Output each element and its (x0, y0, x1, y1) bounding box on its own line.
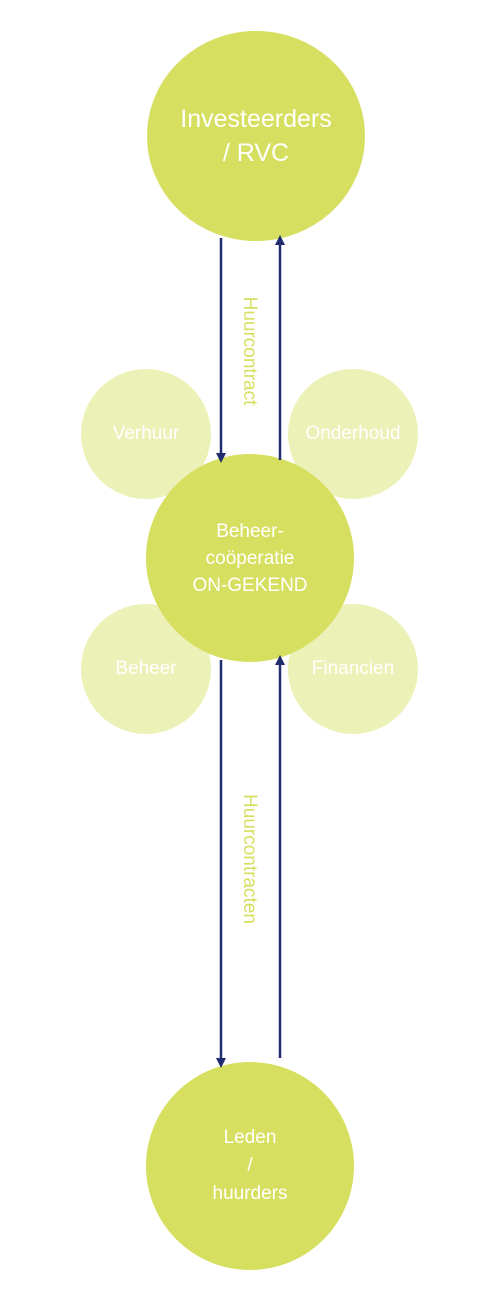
onderhoud-node-label: Onderhoud (305, 422, 401, 444)
beheer-node-label: Beheer (115, 657, 177, 679)
beheercooperatie-node-label: Beheer- coöperatie ON-GEKEND (192, 520, 308, 596)
verhuur-node: Verhuur (81, 369, 211, 499)
verhuur-node-label: Verhuur (112, 422, 180, 444)
investeerders-node-label: Investeerders / RVC (180, 105, 332, 167)
leden-huurders-node: Leden / huurders (146, 1062, 354, 1270)
huurcontract-label: Huurcontract (239, 296, 260, 406)
financien-node-label: Financien (311, 657, 395, 679)
financien-node: Financien (288, 604, 418, 734)
investeerders-node: Investeerders / RVC (147, 31, 365, 241)
beheercooperatie-node: Beheer- coöperatie ON-GEKEND (146, 454, 354, 662)
leden-huurders-node-label: Leden / huurders (212, 1127, 288, 1204)
huurcontracten-label: Huurcontracten (239, 794, 260, 924)
